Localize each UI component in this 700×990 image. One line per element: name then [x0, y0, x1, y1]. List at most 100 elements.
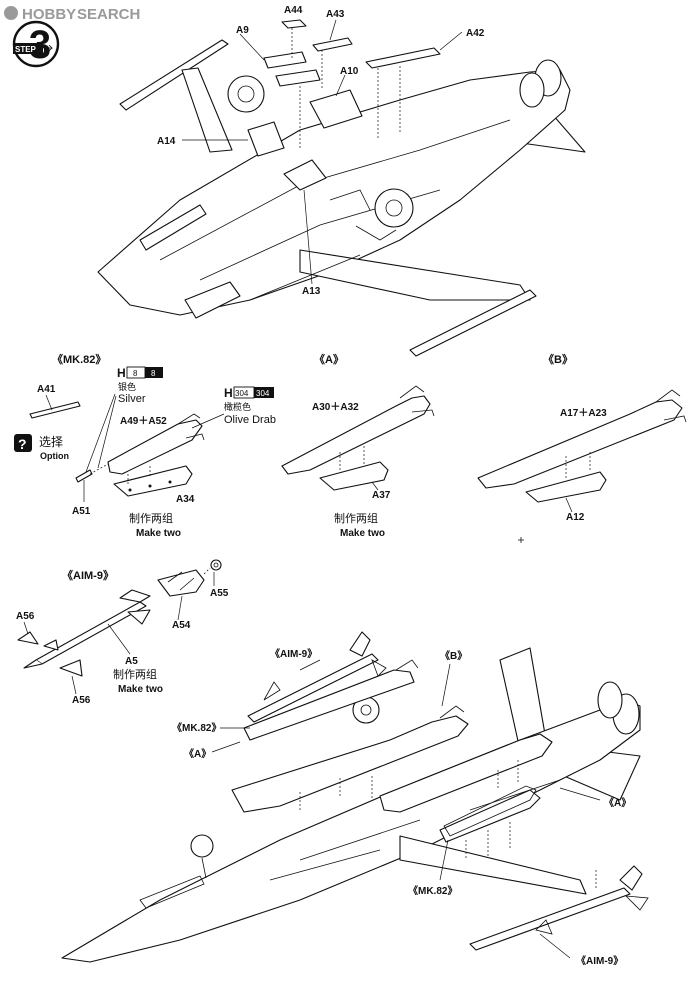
mk82-caption-en: Make two [136, 528, 181, 539]
label-a55: A55 [210, 588, 229, 599]
label-a56-lower: A56 [72, 695, 91, 706]
olive-code-2: 304 [256, 389, 270, 398]
olive-name-en: Olive Drab [224, 414, 276, 426]
part-a13 [283, 159, 327, 191]
aim9-caption-en: Make two [118, 684, 163, 695]
main-wheel-icon [374, 188, 414, 228]
silver-code-1: 8 [133, 369, 138, 378]
option-label-cn: 选择 [39, 435, 63, 449]
assembly-label-b-top: 《B》 [440, 649, 467, 662]
aim9-tail-fin-lower [127, 609, 151, 625]
label-a54: A54 [172, 620, 191, 631]
a-caption-en: Make two [340, 528, 385, 539]
assembly-aim9-upper-fin [349, 631, 371, 657]
assembly-aim9-bottom [469, 887, 631, 951]
section-aim9-title: 《AIM-9》 [62, 569, 114, 582]
option-label-en: Option [40, 451, 69, 461]
part-a9-lower [275, 69, 321, 87]
section-mk82-title: 《MK.82》 [52, 353, 106, 366]
label-a30-a32: A30＋A32 [312, 401, 359, 413]
olive-code-1: 304 [235, 389, 249, 398]
assembly-label-mk82-bottom: 《MK.82》 [408, 884, 457, 897]
final-assembly-view: 《AIM-9》 《MK.82》 《A》 《B》 《A》 《MK.82》 《AIM… [61, 631, 649, 967]
option-icon-glyph: ? [18, 436, 27, 452]
watermark-logo: HOBBY [22, 6, 76, 23]
silver-name-en: Silver [118, 393, 146, 405]
vertical-fin [181, 67, 233, 153]
color-callout-silver: H 8 8 银色 Silver [117, 366, 163, 405]
label-a17-a23: A17＋A23 [560, 407, 607, 419]
label-a14: A14 [157, 136, 176, 147]
part-a51 [75, 469, 93, 483]
silver-name-cn: 银色 [118, 381, 136, 392]
silver-prefix: H [117, 366, 126, 380]
assembly-fuselage [61, 699, 641, 963]
assembly-tank-a-left [231, 715, 469, 813]
aim9-tail-fin-upper [119, 589, 151, 603]
part-a12 [525, 471, 607, 503]
assembly-engine-exhaust-2-icon [597, 681, 623, 719]
label-a13: A13 [302, 286, 321, 297]
section-aim9: 《AIM-9》 A56 A56 A5 A54 A55 制作两组 Make two [16, 559, 229, 706]
nose-wheel-icon [227, 75, 265, 113]
watermark-text: SEARCH [77, 6, 140, 23]
olive-name-cn: 橄榄色 [224, 401, 251, 412]
part-a44 [281, 19, 307, 29]
part-a34 [113, 465, 193, 497]
aim9-canard-upper [43, 639, 59, 651]
part-a55 [210, 559, 222, 571]
part-a41 [29, 401, 81, 419]
part-a43 [312, 37, 353, 52]
assembly-right-wing [399, 835, 587, 895]
top-underside-view: A44 A43 A9 A42 A10 A14 A13 [97, 5, 586, 357]
part-a42 [365, 47, 441, 69]
left-wing-pylon [119, 39, 229, 111]
option-marker: ? 选择 Option [14, 434, 69, 461]
label-a41: A41 [37, 384, 56, 395]
air-intake [184, 281, 241, 319]
mk82-caption-cn: 制作两组 [129, 511, 173, 525]
right-wing [299, 249, 531, 301]
step-arrow-icon [44, 44, 53, 52]
registration-mark-icon [518, 537, 524, 543]
label-a34: A34 [176, 494, 195, 505]
option-question-icon [14, 434, 32, 452]
label-a12: A12 [566, 512, 585, 523]
assembly-aim9-bottom-fin [619, 865, 643, 891]
aim9-caption-cn: 制作两组 [113, 667, 157, 681]
label-a49-a52: A49＋A52 [120, 415, 167, 427]
label-a51: A51 [72, 506, 91, 517]
a-caption-cn: 制作两组 [334, 511, 378, 525]
section-a-title: 《A》 [314, 353, 344, 366]
step-badge: 3 STEP [12, 20, 60, 68]
fuel-tank-b-body [477, 399, 683, 489]
label-a9: A9 [236, 25, 249, 36]
label-a56-upper: A56 [16, 611, 35, 622]
section-a: 《A》 A30＋A32 A37 制作两组 Make two [281, 353, 435, 539]
mk82-bomb-body [107, 419, 203, 475]
engine-exhaust-right-icon [519, 72, 545, 108]
olive-prefix: H [224, 386, 233, 400]
assembly-label-a-right: 《A》 [604, 796, 631, 809]
part-a14 [247, 121, 285, 157]
assembly-label-aim9-left: 《AIM-9》 [270, 647, 317, 660]
label-a5: A5 [125, 656, 138, 667]
assembly-label-a-left: 《A》 [184, 747, 211, 760]
assembly-label-aim9-bottom: 《AIM-9》 [576, 954, 623, 967]
silver-code-2: 8 [151, 369, 156, 378]
assembly-tank-b-right [379, 733, 553, 813]
part-a56-upper [17, 631, 39, 645]
label-a44: A44 [284, 5, 303, 16]
assembly-nose-wheel-icon [190, 834, 214, 858]
label-a43: A43 [326, 9, 345, 20]
hobby-search-logo-icon [4, 6, 18, 20]
part-a37 [319, 461, 389, 491]
assembly-mk82-bottom [443, 785, 537, 837]
assembly-label-mk82-left: 《MK.82》 [172, 721, 221, 734]
aim9-missile-body [35, 601, 147, 665]
label-a37: A37 [372, 490, 391, 501]
fuselage [97, 69, 571, 316]
label-a42: A42 [466, 28, 485, 39]
right-wing-pylon [409, 289, 537, 357]
